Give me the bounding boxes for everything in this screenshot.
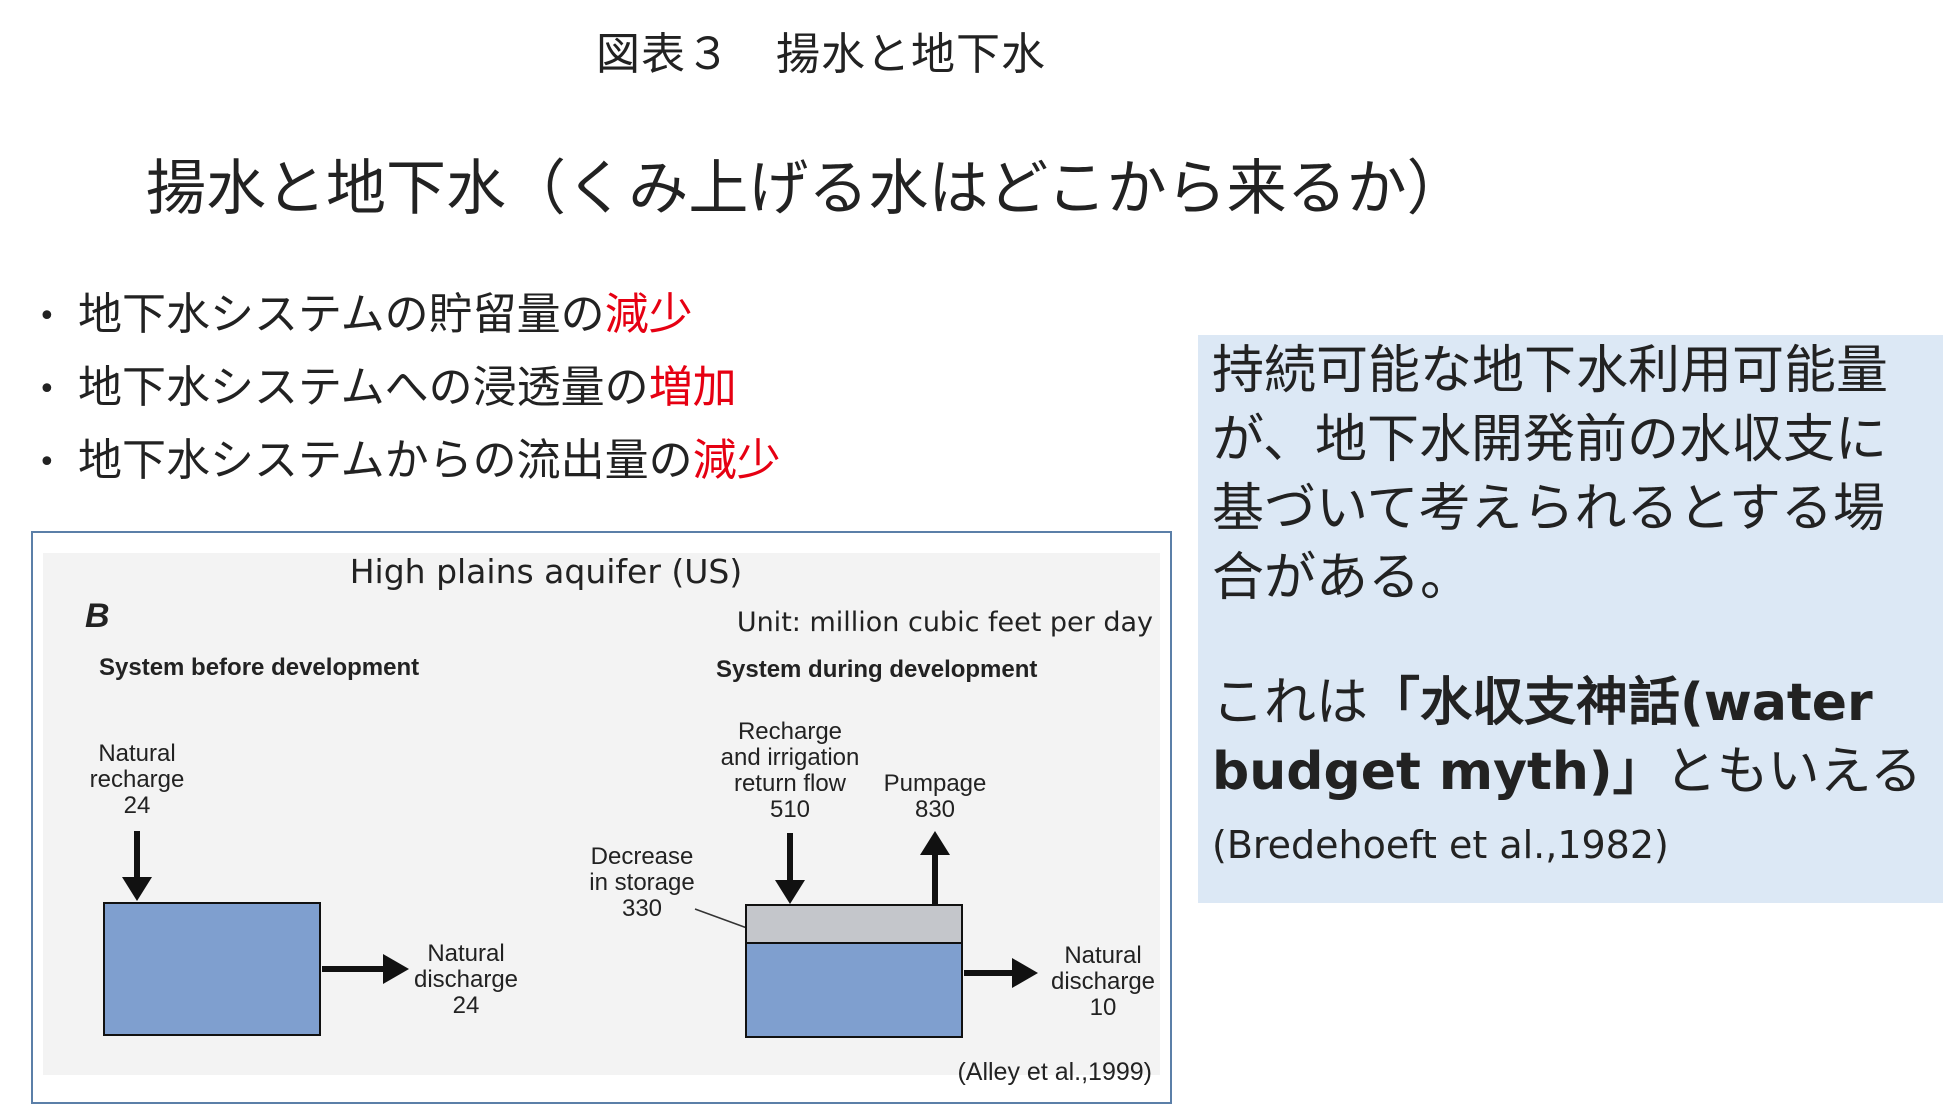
before-aquifer-box	[103, 902, 321, 1036]
callout-citation: (Bredehoeft et al.,1982)	[1212, 823, 1669, 867]
during-heading: System during development	[716, 656, 1037, 683]
bullet-dot-icon: •	[38, 445, 56, 480]
diagram-title: High plains aquifer (US)	[350, 552, 743, 591]
during-discharge-label: Natural discharge 10	[1051, 942, 1155, 1021]
diagram-frame: High plains aquifer (US) B Unit: million…	[31, 531, 1172, 1104]
bullet-list: •地下水システムの貯留量の減少 •地下水システムへの浸透量の増加 •地下水システ…	[38, 285, 781, 504]
source-citation: (Alley et al.,1999)	[957, 1058, 1152, 1086]
label-line: 510	[770, 796, 810, 823]
callout-myth-paragraph: これは「水収支神話(water budget myth)」ともいえる (Brede…	[1212, 669, 1933, 880]
callout-paragraph: 持続可能な地下水利用可能量が、地下水開発前の水収支に基づいて考えられるとする場合…	[1212, 341, 1889, 608]
callout-emphasis: 「水収支神話(water budget myth)」	[1212, 673, 1873, 802]
bullet-dot-icon: •	[38, 299, 56, 334]
label-line: Natural	[1064, 942, 1141, 969]
storage-leader-line	[694, 908, 748, 929]
callout-text: ともいえる	[1664, 742, 1923, 802]
bullet-item: • 地下水システムからの流出量の減少	[38, 431, 781, 504]
during-recharge-arrowhead-icon	[775, 880, 805, 904]
storage-label: Decrease in storage 330	[589, 843, 694, 922]
aquifer-diagram: High plains aquifer (US) B Unit: million…	[43, 552, 1160, 1086]
before-heading: System before development	[99, 654, 419, 681]
label-line: and irrigation	[721, 744, 860, 771]
figure-caption: 図表３ 揚水と地下水	[596, 29, 1046, 80]
before-discharge-arrowhead-icon	[383, 954, 409, 984]
label-line: 24	[453, 992, 480, 1019]
label-line: discharge	[1051, 968, 1155, 995]
during-recharge-label: Recharge and irrigation return flow 510	[721, 718, 860, 823]
label-line: Decrease	[591, 843, 694, 870]
label-line: 330	[622, 895, 662, 922]
bullet-text: 地下水システムへの浸透量の	[78, 362, 649, 413]
label-line: Recharge	[738, 718, 842, 745]
label-line: Natural	[98, 740, 175, 767]
before-recharge-label: Natural recharge 24	[90, 740, 185, 819]
bullet-item: • 地下水システムの貯留量の減少	[38, 285, 781, 358]
before-discharge-label: Natural discharge 24	[414, 940, 518, 1019]
before-recharge-arrowhead-icon	[122, 877, 152, 901]
label-line: Natural	[427, 940, 504, 967]
label-line: 10	[1090, 994, 1117, 1021]
label-line: 24	[124, 792, 151, 819]
bullet-item: • 地下水システムへの浸透量の増加	[38, 358, 781, 431]
label-line: in storage	[589, 869, 694, 896]
pumpage-arrowhead-icon	[920, 831, 950, 855]
label-line: Pumpage	[884, 770, 987, 797]
during-discharge-arrowhead-icon	[1012, 958, 1038, 988]
during-aquifer-box	[745, 942, 963, 1038]
label-line: discharge	[414, 966, 518, 993]
panel-letter: B	[85, 597, 110, 635]
callout-box: 持続可能な地下水利用可能量が、地下水開発前の水収支に基づいて考えられるとする場合…	[1198, 335, 1943, 903]
unit-label: Unit: million cubic feet per day	[737, 607, 1153, 638]
bullet-highlight: 減少	[604, 289, 693, 340]
bullet-text: 地下水システムからの流出量の	[78, 435, 693, 486]
bullet-text: 地下水システムの貯留量の	[78, 289, 605, 340]
slide-title: 揚水と地下水（くみ上げる水はどこから来るか）	[146, 154, 1467, 224]
label-line: recharge	[90, 766, 185, 793]
pumpage-label: Pumpage 830	[884, 770, 987, 823]
bullet-highlight: 増加	[648, 362, 737, 413]
callout-text: これは	[1212, 673, 1369, 733]
bullet-highlight: 減少	[692, 435, 781, 486]
bullet-dot-icon: •	[38, 372, 56, 407]
label-line: return flow	[734, 770, 847, 797]
label-line: 830	[915, 796, 955, 823]
storage-decrease-layer	[745, 904, 963, 944]
